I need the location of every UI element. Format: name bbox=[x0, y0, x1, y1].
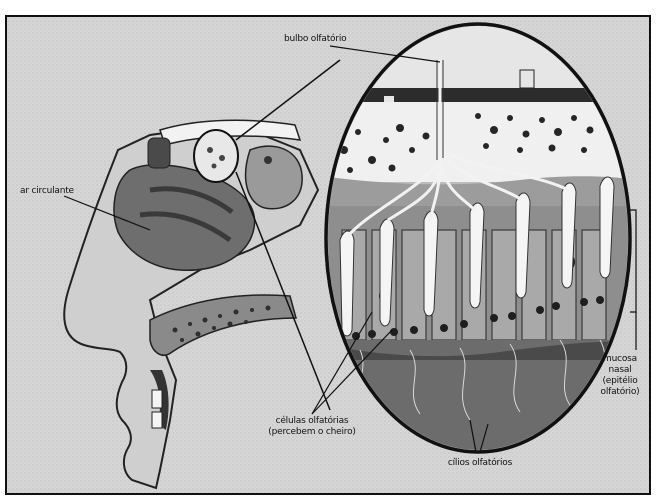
olfactory-bulb-label: bulbo olfatório bbox=[284, 34, 346, 45]
olfactory-cells-label-line-2: (percebem o cheiro) bbox=[250, 427, 374, 438]
olfactory-cells-label: células olfatórias (percebem o cheiro) bbox=[250, 416, 374, 438]
magnified-area-marker bbox=[194, 130, 238, 182]
olfactory-cells-label-line-1: células olfatórias bbox=[250, 416, 374, 427]
circulating-air-label: ar circulante bbox=[20, 186, 74, 197]
nasal-mucosa-label: mucosa nasal (epitélio olfatório) bbox=[590, 354, 650, 398]
nasal-mucosa-label-line-3: (epitélio bbox=[590, 376, 650, 387]
olfactory-cilia-label: cílios olfatórios bbox=[420, 458, 540, 469]
nasal-mucosa-label-line-4: olfatório) bbox=[590, 387, 650, 398]
nasal-mucosa-label-line-2: nasal bbox=[590, 365, 650, 376]
nasal-mucosa-label-line-1: mucosa bbox=[590, 354, 650, 365]
